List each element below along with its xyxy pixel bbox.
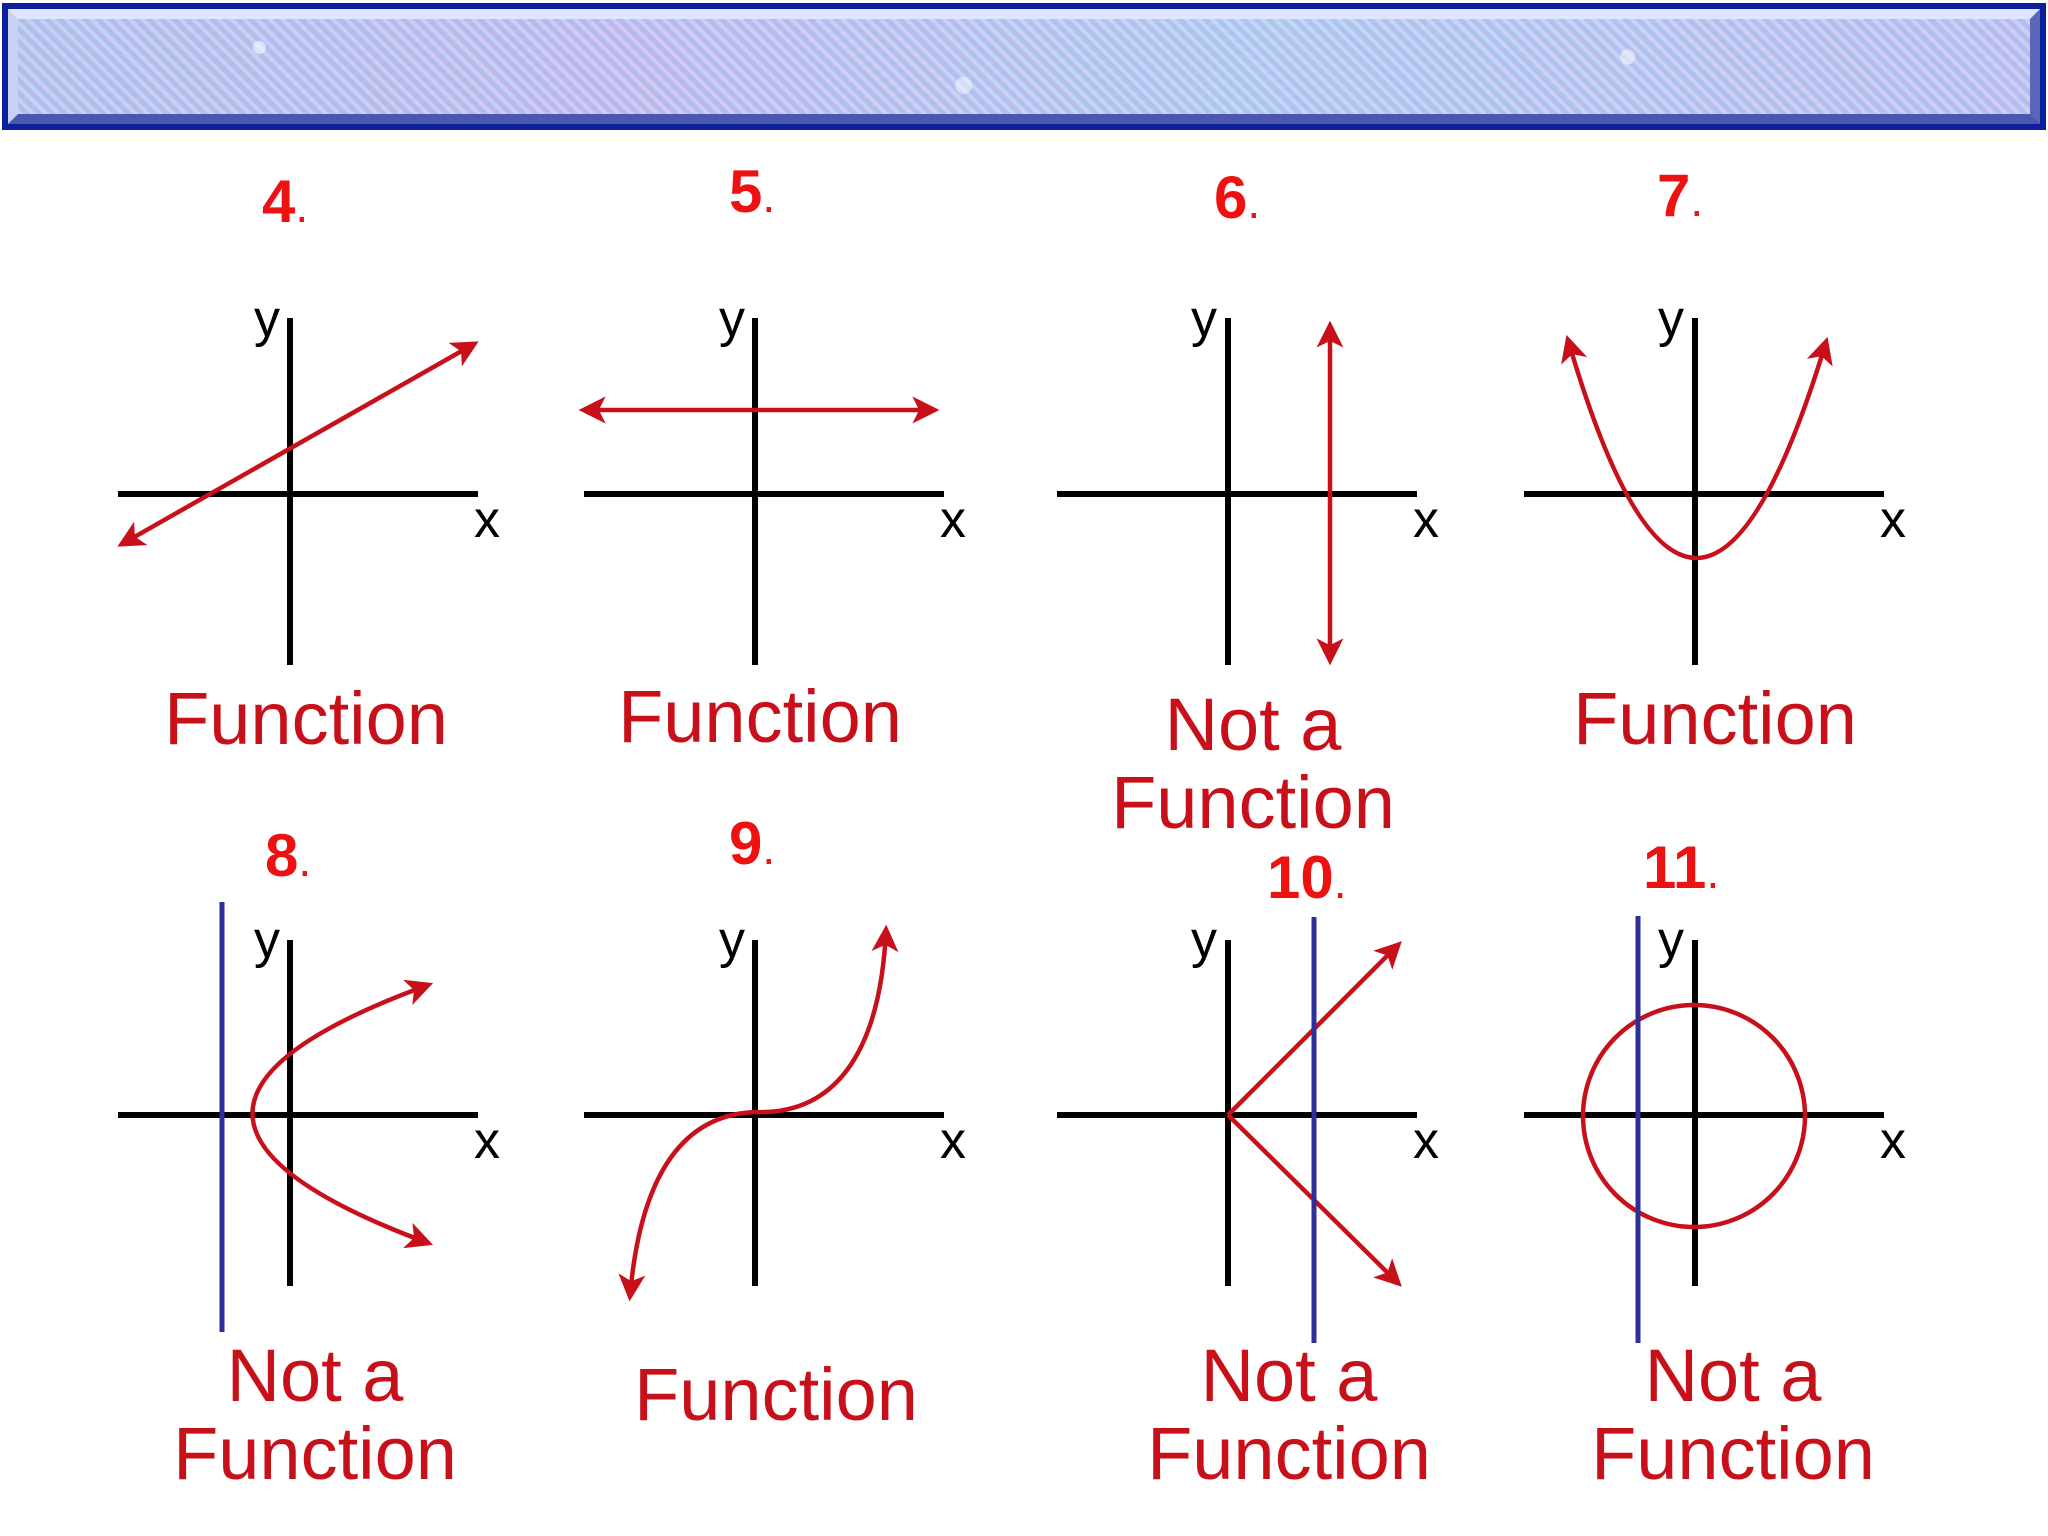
graph-8-y-label: y: [254, 911, 280, 969]
graph-4-line: [117, 341, 479, 547]
graph-5-label: Function: [618, 675, 902, 758]
graph-9-x-label: x: [940, 1112, 966, 1170]
graph-4: y x: [117, 290, 500, 665]
graph-8-number: 8.: [265, 822, 312, 889]
graph-6: y x: [1057, 290, 1439, 666]
graph-5-y-label: y: [719, 290, 745, 348]
graph-8-x-label: x: [474, 1112, 500, 1170]
graph-4-number: 4.: [262, 168, 309, 235]
graph-8: y x: [118, 902, 500, 1332]
graph-11-number: 11.: [1643, 834, 1720, 901]
title-banner: [2, 3, 2046, 130]
graph-10-number: 10.: [1267, 844, 1347, 911]
graph-7-parabola: [1561, 334, 1833, 560]
graph-11-label: Not a Function: [1591, 1334, 1875, 1495]
graph-7-number: 7.: [1657, 162, 1704, 229]
graph-10-x-label: x: [1413, 1112, 1439, 1170]
graph-7: y x: [1524, 290, 1906, 665]
graph-5-x-label: x: [940, 491, 966, 549]
graph-4-y-label: y: [254, 290, 280, 348]
graph-11-x-label: x: [1880, 1112, 1906, 1170]
graph-6-x-label: x: [1413, 491, 1439, 549]
graph-5-number: 5.: [729, 158, 776, 225]
graph-11-y-label: y: [1658, 911, 1684, 969]
graph-8-label: Not a Function: [173, 1334, 457, 1495]
title-banner-bevel: [8, 9, 2040, 124]
graph-6-number: 6.: [1214, 164, 1261, 231]
graph-7-label: Function: [1573, 677, 1857, 760]
graph-7-y-label: y: [1658, 290, 1684, 348]
graph-6-label: Not a Function: [1111, 683, 1395, 844]
graph-9-y-label: y: [719, 911, 745, 969]
graph-4-x-label: x: [474, 491, 500, 549]
graph-9-label: Function: [634, 1353, 918, 1436]
graph-10-label: Not a Function: [1147, 1334, 1431, 1495]
title-banner-fill: [18, 19, 2030, 114]
graph-11-circle: [1580, 1002, 1808, 1230]
graph-4-label: Function: [164, 677, 448, 760]
graph-10: y x: [1057, 911, 1439, 1343]
graph-9-number: 9.: [729, 810, 776, 877]
graph-9: y x: [584, 911, 966, 1302]
graph-5: y x: [578, 290, 966, 665]
graph-10-y-label: y: [1191, 911, 1217, 969]
graph-7-x-label: x: [1880, 491, 1906, 549]
graph-9-cubic: [618, 924, 899, 1302]
graph-6-y-label: y: [1191, 290, 1217, 348]
graph-8-sideways-parabola: [250, 979, 434, 1249]
graph-11: y x: [1524, 911, 1906, 1343]
